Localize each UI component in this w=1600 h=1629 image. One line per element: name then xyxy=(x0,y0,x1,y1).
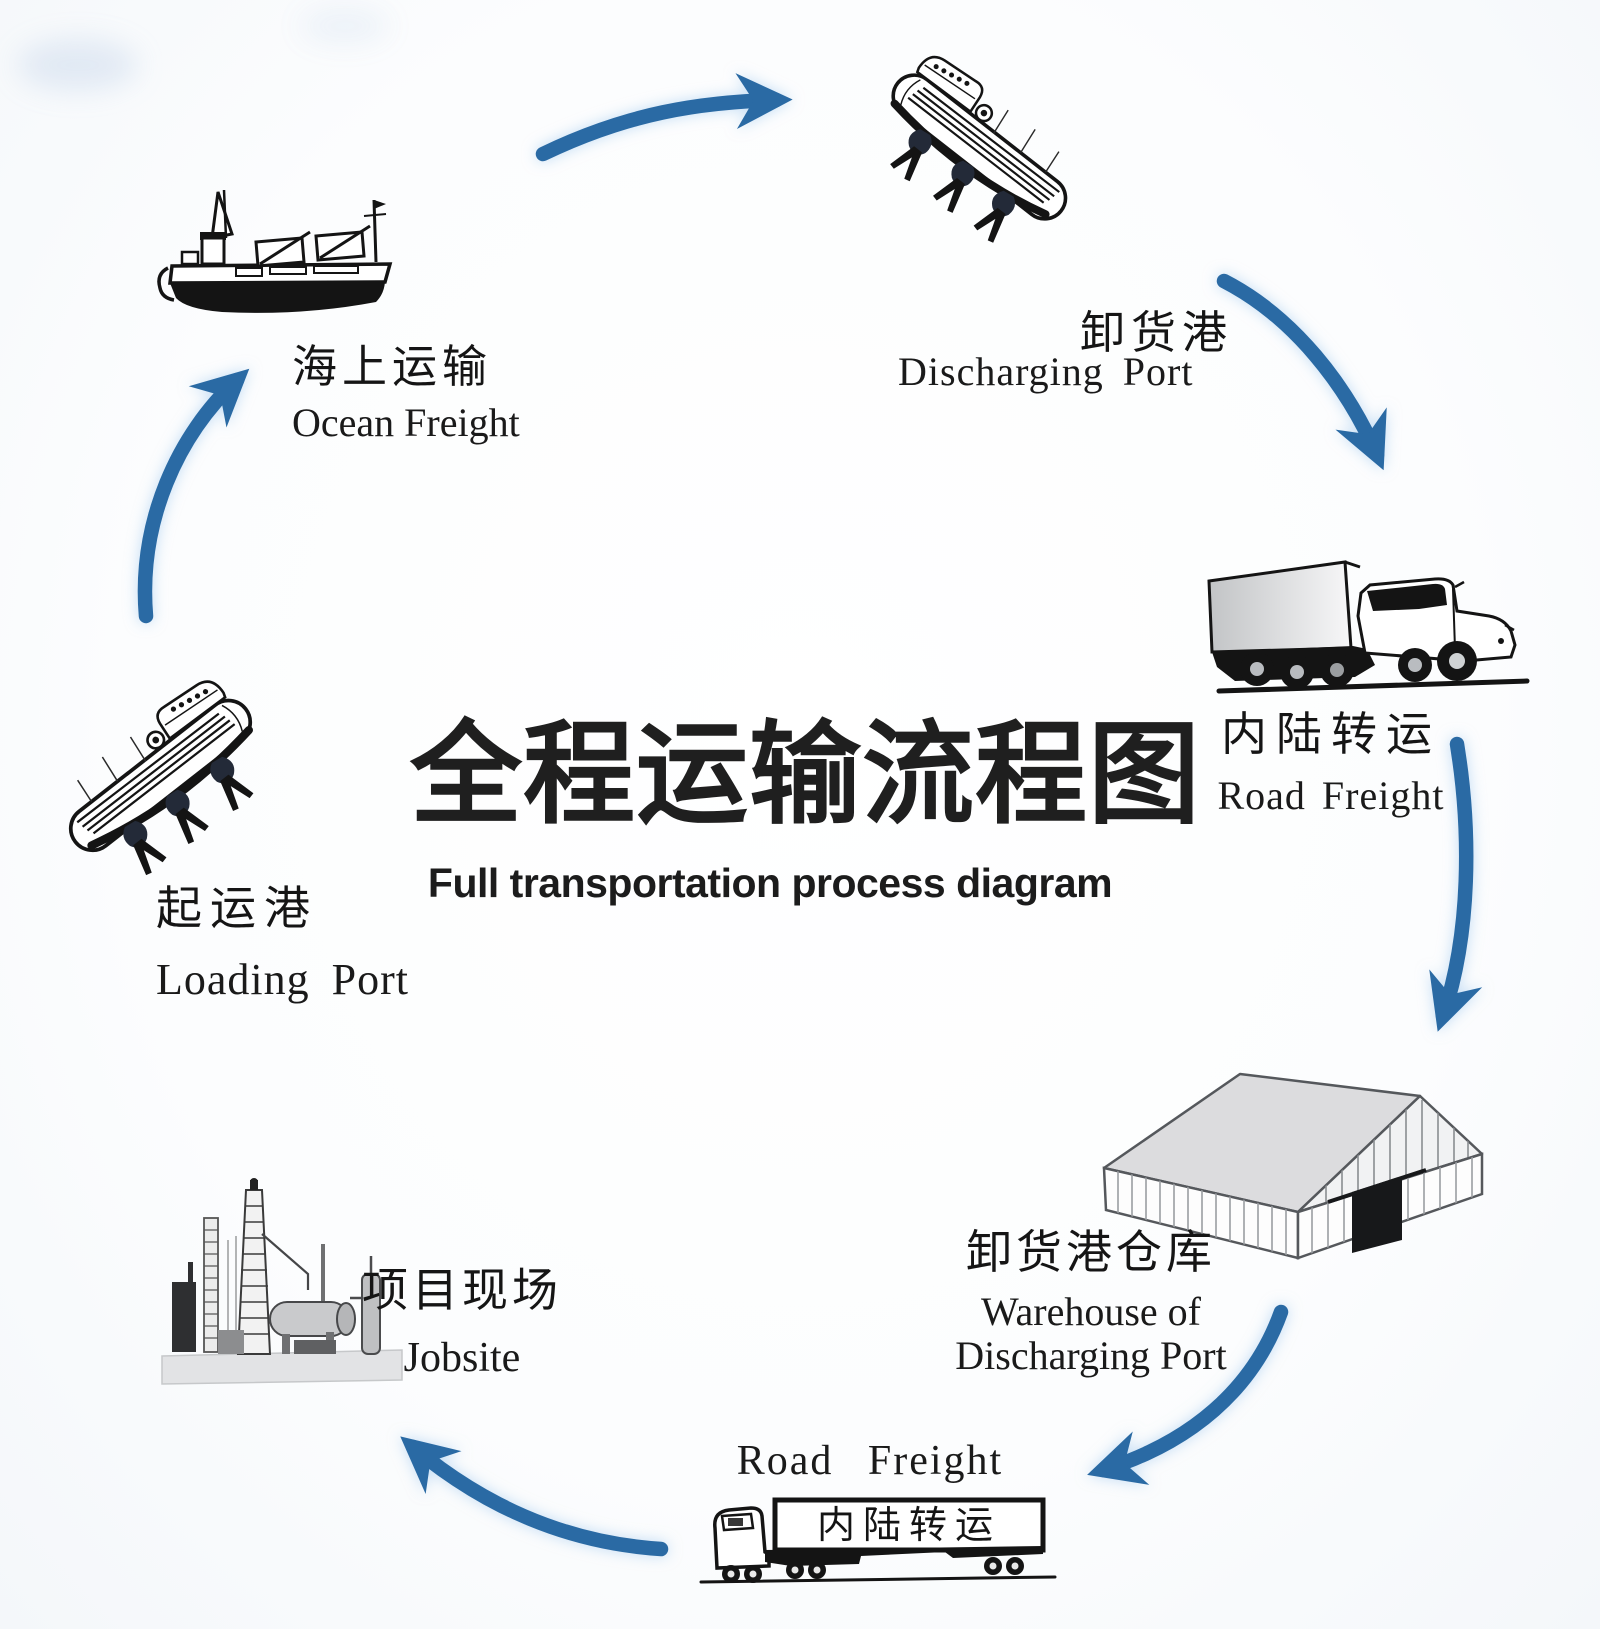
ocean-freight-label-zh: 海上运输 xyxy=(292,342,493,392)
road-freight-label-zh: 内陆转运 xyxy=(1221,709,1441,760)
station-discharging-port-label: 卸货港 xyxy=(1080,296,1233,361)
road-freight-label-en: Road Freight xyxy=(1217,773,1445,818)
diagram-title: 全程运输流程图 Full transportation process diag… xyxy=(410,712,1201,907)
arrow-loading-port-to-ocean-freight-icon xyxy=(137,368,250,624)
loading-port-label-zh: 起运港 xyxy=(156,883,318,934)
warehouse-label-en-line1: Warehouse of xyxy=(980,1289,1202,1334)
trailer-text: 内陆转运 xyxy=(817,1505,1001,1547)
arrow-road-freight-2-to-jobsite-icon xyxy=(400,1436,669,1557)
arrow-discharging-port-to-road-freight-icon xyxy=(1216,273,1387,471)
diagram-title-en: Full transportation process diagram xyxy=(427,859,1113,906)
ocean-freight-ship-icon xyxy=(157,189,393,313)
station-road-freight-2-label: Road Freight xyxy=(702,1437,1038,1485)
road-freight-truck-icon xyxy=(1207,560,1530,694)
warehouse-label-zh: 卸货港仓库 xyxy=(966,1227,1216,1278)
discharging-port-ship-icon xyxy=(848,20,1100,332)
station-jobsite-label: 项目现场 Jobsite xyxy=(356,1254,568,1382)
paper-smudge xyxy=(18,40,138,90)
ocean-freight-label-en: Ocean Freight xyxy=(292,400,520,445)
station-road-freight-label: 内陆转运 Road Freight xyxy=(1186,698,1476,819)
station-warehouse-label: 卸货港仓库 Warehouse of Discharging Port xyxy=(905,1216,1277,1376)
discharging-port-label-zh: 卸货港 xyxy=(1080,308,1234,358)
jobsite-label-zh: 项目现场 xyxy=(362,1265,562,1316)
station-ocean-freight-label: 海上运输 Ocean Freight xyxy=(292,330,520,446)
arrow-ocean-freight-to-discharging-port-icon xyxy=(535,73,793,162)
jobsite-label-en: Jobsite xyxy=(403,1335,521,1381)
road-freight-2-label-en: Road Freight xyxy=(736,1438,1004,1484)
jobsite-icon xyxy=(161,1178,403,1385)
discharging-port-label-en-wrap: Discharging Port xyxy=(898,348,1193,395)
paper-smudge xyxy=(300,8,390,44)
discharging-port-label-en: Discharging Port xyxy=(898,349,1194,394)
warehouse-icon xyxy=(1102,1072,1484,1260)
loading-port-label-en: Loading Port xyxy=(156,955,409,1004)
diagram-title-zh: 全程运输流程图 xyxy=(410,712,1201,837)
warehouse-label-en-line2: Discharging Port xyxy=(955,1333,1227,1378)
station-loading-port-label: 起运港 Loading Port xyxy=(156,872,409,1005)
road-freight-2-truck-icon: 内陆转运 xyxy=(699,1497,1057,1584)
